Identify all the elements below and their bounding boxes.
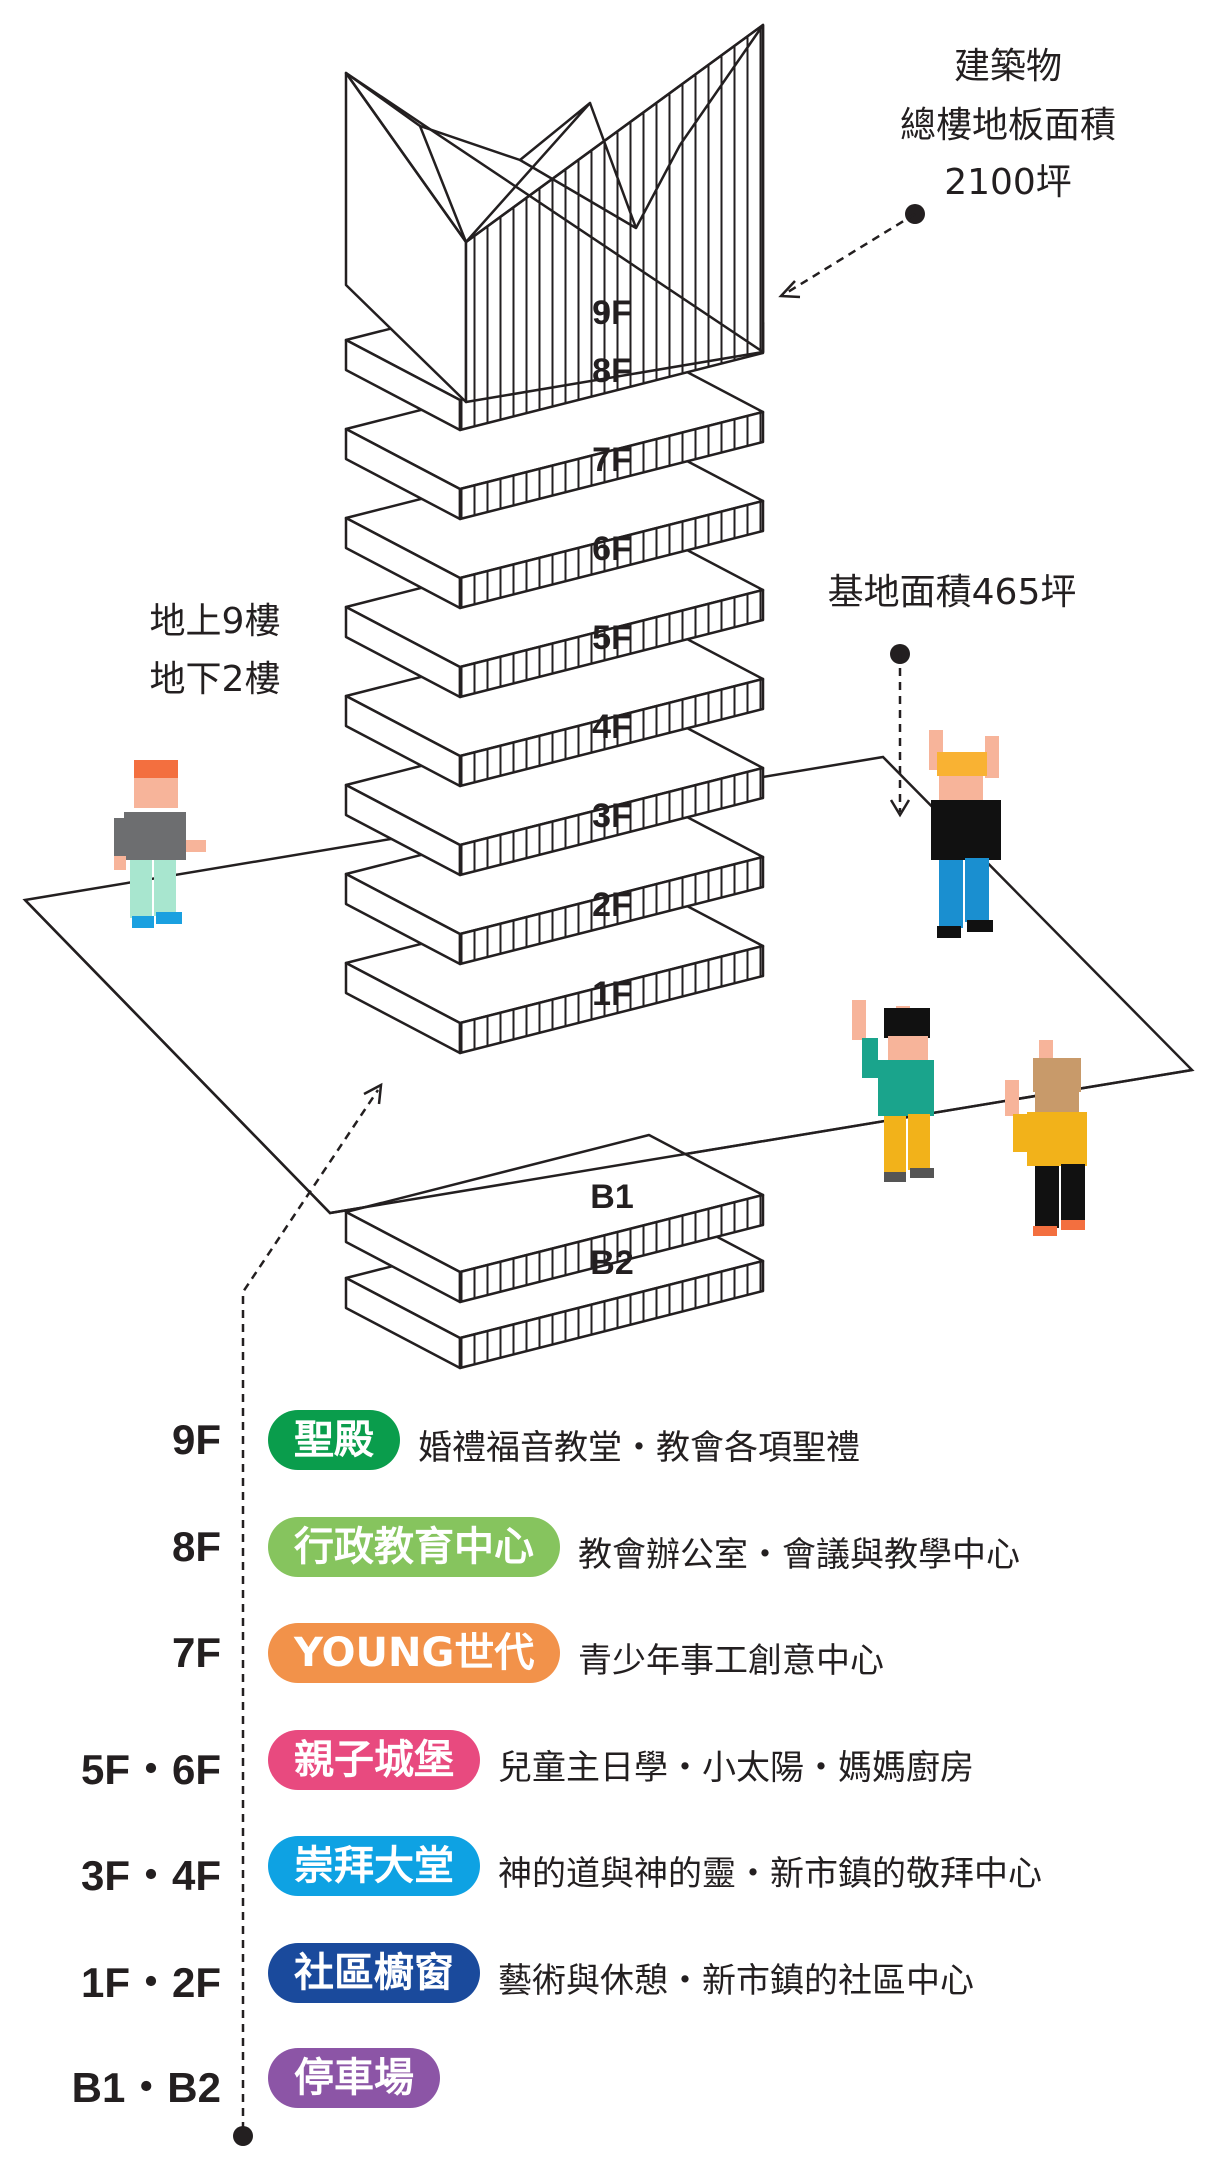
- floor-label-4f: 4F: [592, 708, 632, 746]
- levels-line-1: 地上9樓: [150, 601, 281, 642]
- legend-zone-badge: YOUNG世代: [268, 1623, 561, 1683]
- legend-leader-dot: [233, 2126, 253, 2146]
- site-area-callout: 基地面積465坪: [828, 572, 1077, 818]
- legend-floor: 1F・2F: [80, 1959, 221, 2006]
- legend-leader: [233, 1082, 383, 2146]
- legend-floor: 3F・4F: [80, 1852, 221, 1899]
- legend-description: 教會辦公室・會議與教學中心: [578, 1535, 1020, 1575]
- legend-zone-badge: 停車場: [268, 2048, 440, 2108]
- legend-floor: 9F: [171, 1416, 221, 1463]
- legend-description: 兒童主日學・小太陽・媽媽廚房: [498, 1748, 974, 1788]
- legend-zone-badge: 行政教育中心: [268, 1517, 560, 1577]
- legend-row: 7F YOUNG世代青少年事工創意中心: [0, 1623, 1219, 1687]
- arrowhead-icon: [889, 799, 911, 818]
- floor-label-9f: 9F: [592, 294, 632, 332]
- floor-label-b1: B1: [590, 1178, 633, 1216]
- legend-zone-badge: 聖殿: [268, 1410, 400, 1470]
- floor-slab-3f: [344, 706, 765, 877]
- arrowhead-icon: [778, 280, 801, 299]
- floor-label-2f: 2F: [592, 886, 632, 924]
- floor-slab-6f: [344, 439, 765, 610]
- floor-label-3f: 3F: [592, 797, 632, 835]
- legend-row: 9F 聖殿婚禮福音教堂・教會各項聖禮: [0, 1410, 1219, 1474]
- legend-floor: 7F: [171, 1629, 221, 1676]
- legend-row: 1F・2F 社區櫥窗藝術與休憩・新市鎮的社區中心: [0, 1943, 1219, 2007]
- sanctuary-volume: [344, 23, 765, 404]
- callout-line-3: 2100坪: [944, 162, 1072, 203]
- legend-description: 藝術與休憩・新市鎮的社區中心: [498, 1961, 974, 2001]
- legend-row: 8F 行政教育中心教會辦公室・會議與教學中心: [0, 1517, 1219, 1581]
- person-figure-center: [852, 1000, 934, 1182]
- floor-label-7f: 7F: [592, 441, 632, 479]
- floor-label-5f: 5F: [592, 619, 632, 657]
- floor-label-1f: 1F: [592, 975, 632, 1013]
- legend-row: B1・B2 停車場: [0, 2048, 1219, 2112]
- levels-callout: 地上9樓 地下2樓: [150, 601, 281, 700]
- legend-description: 神的道與神的靈・新市鎮的敬拜中心: [498, 1854, 1042, 1894]
- legend-row: 5F・6F 親子城堡兒童主日學・小太陽・媽媽廚房: [0, 1730, 1219, 1794]
- floor-label-b2: B2: [590, 1244, 633, 1282]
- person-figure-right-top: [929, 730, 1001, 938]
- callout-line-2: 總樓地板面積: [900, 105, 1116, 146]
- legend-zone-badge: 崇拜大堂: [268, 1836, 480, 1896]
- legend-description: 婚禮福音教堂・教會各項聖禮: [418, 1428, 860, 1468]
- legend-floor: 8F: [171, 1523, 221, 1570]
- floor-slab-7f: [344, 350, 765, 521]
- basement-slabs: [344, 1133, 765, 1370]
- person-figure-left: [114, 760, 206, 928]
- floor-slab-2f: [344, 795, 765, 966]
- legend-row: 3F・4F 崇拜大堂神的道與神的靈・新市鎮的敬拜中心: [0, 1836, 1219, 1900]
- person-figure-right-bottom: [1005, 1040, 1087, 1236]
- arrowhead-icon: [363, 1082, 383, 1105]
- legend-zone-badge: 社區櫥窗: [268, 1943, 480, 2003]
- legend-floor: B1・B2: [71, 2064, 221, 2111]
- site-area-label: 基地面積465坪: [828, 572, 1077, 613]
- levels-line-2: 地下2樓: [150, 659, 281, 700]
- callout-leader: [782, 212, 916, 297]
- floor-label-6f: 6F: [592, 530, 632, 568]
- legend-description: 青少年事工創意中心: [578, 1641, 884, 1681]
- legend-floor: 5F・6F: [80, 1746, 221, 1793]
- floor-label-8f: 8F: [592, 352, 632, 390]
- floor-slab-1f: [344, 884, 765, 1055]
- callout-line-1: 建築物: [954, 46, 1062, 87]
- floor-slab-b1: [344, 1133, 765, 1304]
- total-area-callout: 建築物 總樓地板面積 2100坪: [778, 46, 1116, 299]
- legend-zone-badge: 親子城堡: [268, 1730, 480, 1790]
- floor-slab-4f: [344, 617, 765, 788]
